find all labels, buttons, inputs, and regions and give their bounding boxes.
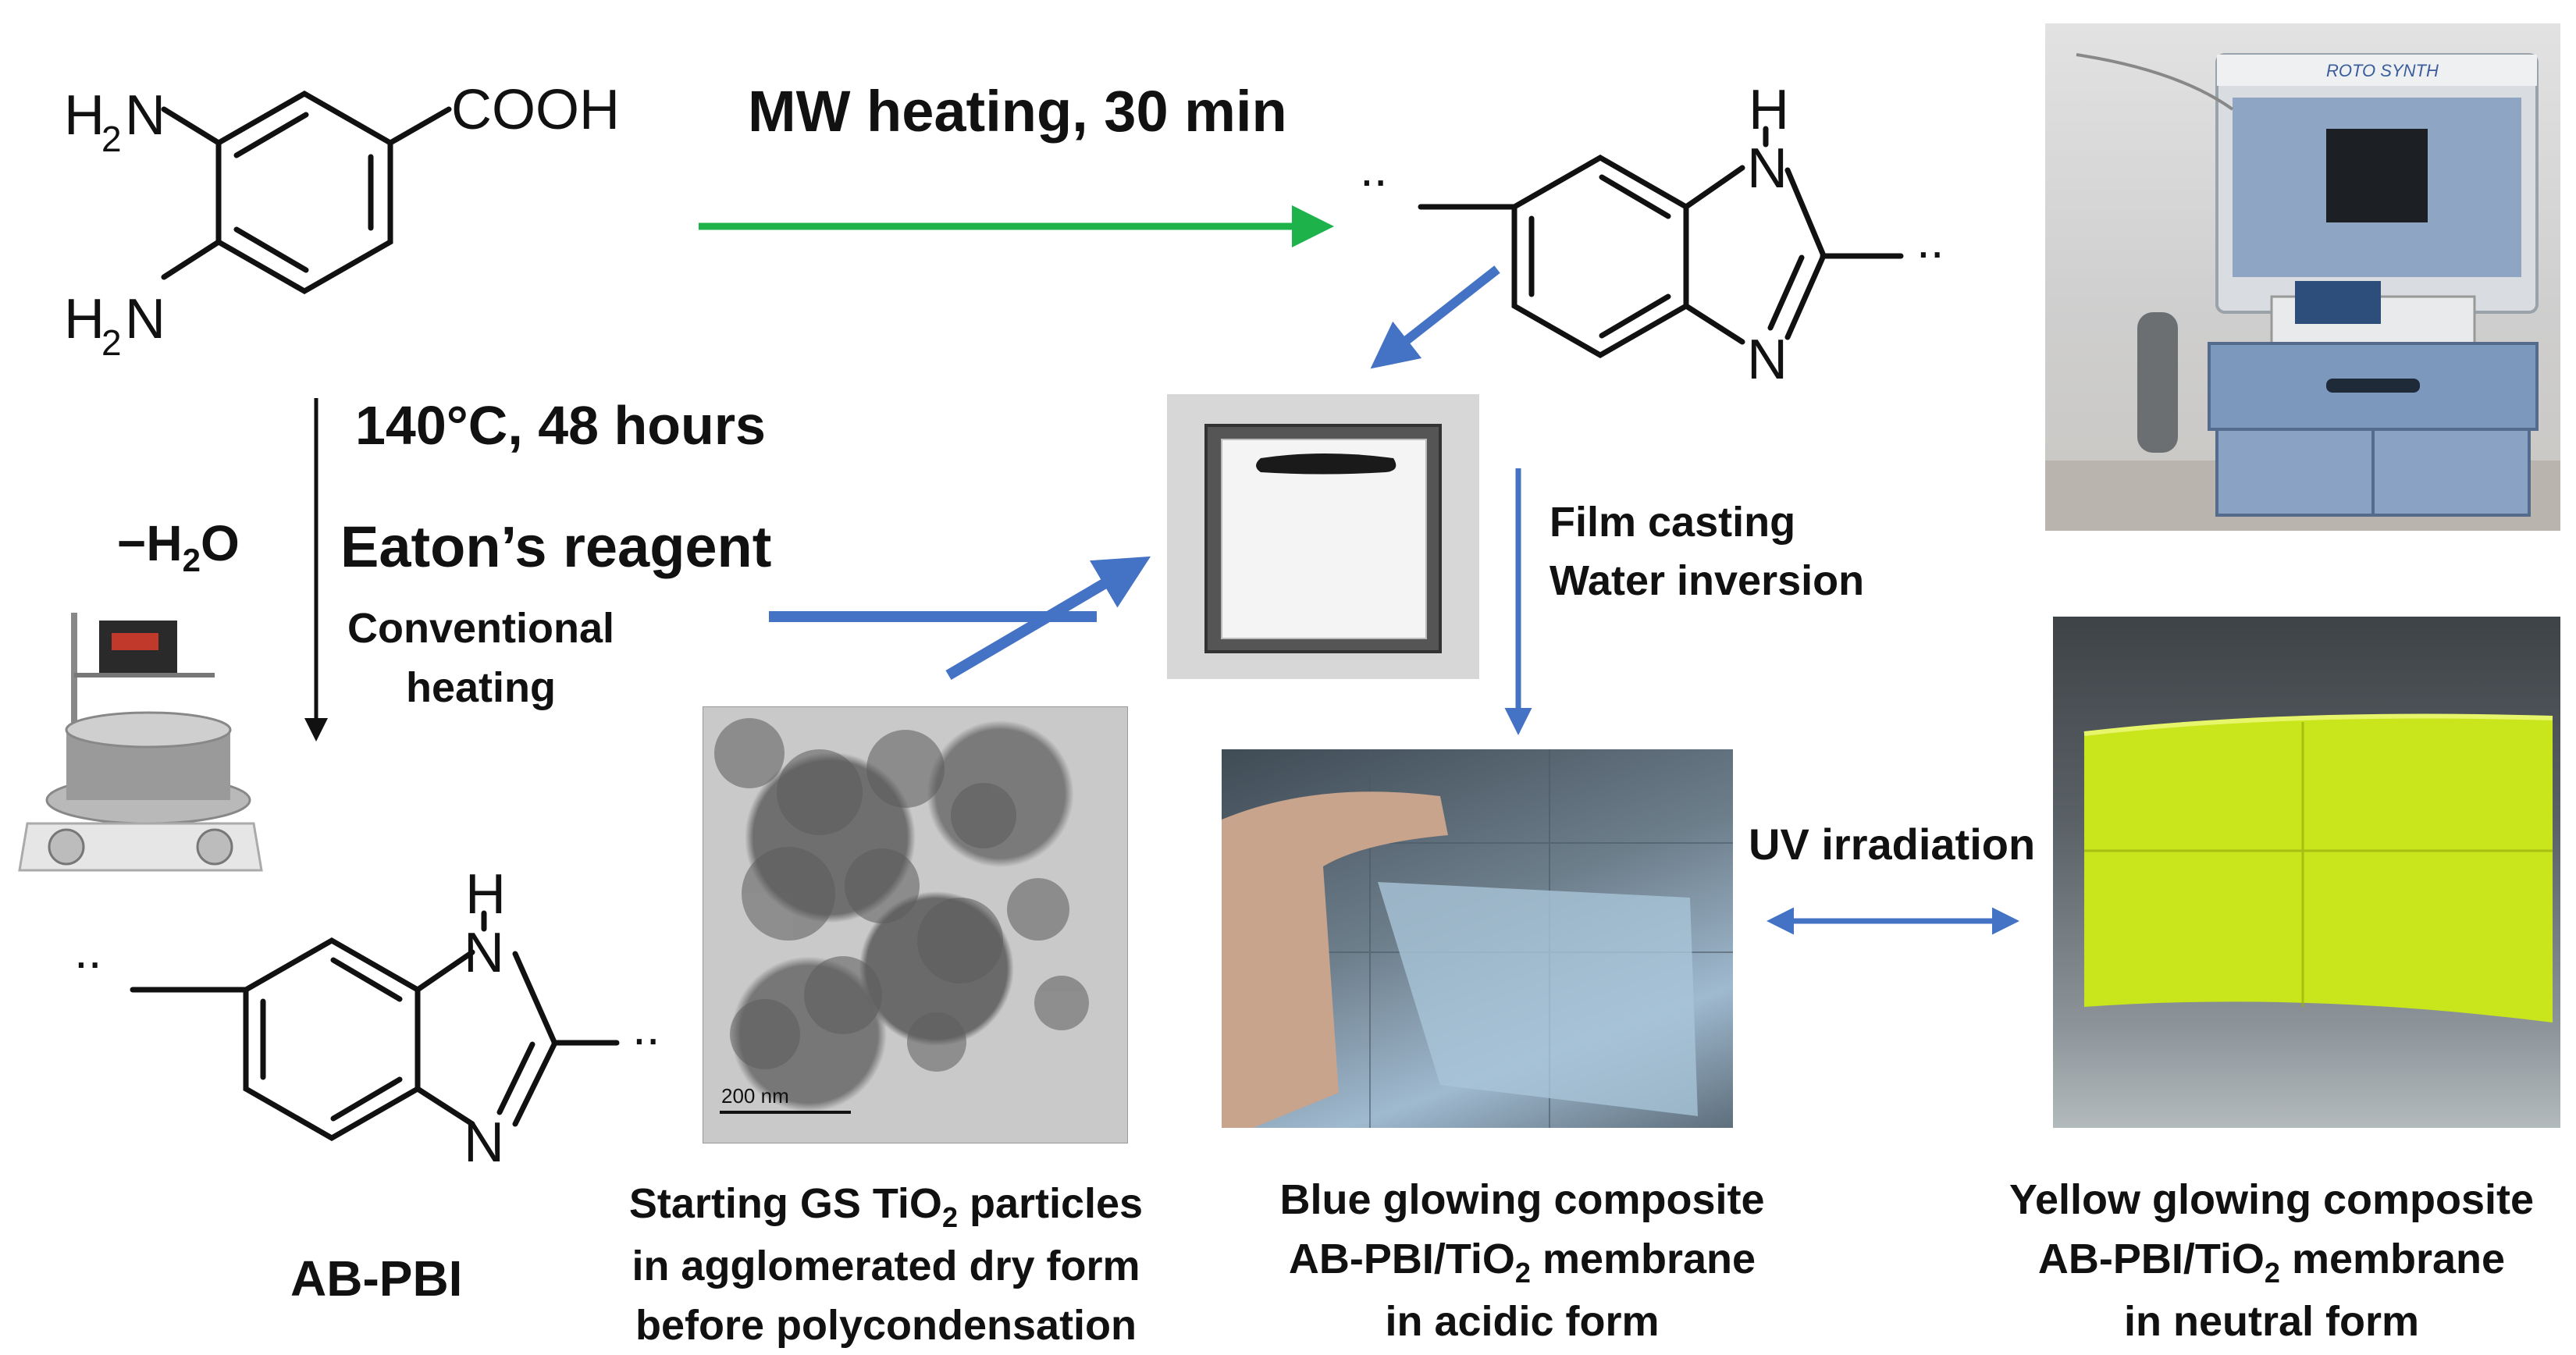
tem-drawing: 200 nm	[703, 706, 1128, 1143]
polymer-top-dots-left: ..	[1360, 140, 1388, 197]
polymer-top-dots-right: ..	[1916, 212, 1944, 269]
polymer-top-labels: H N N .. ..	[1360, 79, 1944, 391]
ab-pbi-label: AB-PBI	[290, 1250, 463, 1307]
tio2-to-film-arrow	[945, 556, 1151, 681]
minus-water-label: −H2O	[117, 515, 240, 578]
monomer-2-bottom: 2	[101, 322, 122, 363]
monomer-n-bottom: N	[125, 288, 165, 350]
polymer-bottom-dots-left: ..	[74, 923, 102, 979]
temp-time-label: 140°C, 48 hours	[355, 395, 766, 456]
yellow-membrane-caption: Yellow glowing composite AB-PBI/TiO2 mem…	[2008, 1176, 2535, 1345]
polymer-bottom-h: H	[465, 863, 506, 926]
polymer-bottom-nh: N	[464, 922, 504, 984]
yellow-membrane-photo	[2053, 617, 2560, 1128]
polymer-top-h: H	[1749, 79, 1789, 141]
hotplate-stirrer-photo	[12, 589, 269, 902]
polymer-top-n: N	[1747, 329, 1788, 391]
polymer-bottom-dots-right: ..	[632, 999, 660, 1055]
blue-membrane-photo	[1222, 749, 1733, 1128]
monomer-structure	[161, 90, 452, 295]
tem-tio2-photo: 200 nm	[703, 706, 1128, 1143]
monomer-h-bottom: H	[64, 288, 105, 350]
monomer-n-top: N	[125, 84, 165, 147]
tem-scale-bar-label: 200 nm	[721, 1084, 789, 1108]
cast-film-drawing	[1204, 424, 1442, 653]
yellow-membrane-drawing	[2083, 713, 2553, 1022]
polymer-top-structure	[1418, 126, 1904, 359]
monomer-2-top: 2	[101, 119, 122, 159]
monomer-cooh: COOH	[451, 79, 620, 141]
uv-irradiation-label: UV irradiation	[1749, 820, 2036, 869]
polymer-to-film-arrow	[1370, 265, 1500, 369]
cast-film-photo	[1167, 394, 1479, 679]
microwave-reactor-drawing: ROTO SYNTH	[2045, 53, 2560, 531]
mw-heating-label: MW heating, 30 min	[748, 79, 1287, 144]
hotplate-stirrer-drawing	[18, 613, 263, 872]
microwave-reactor-photo: ROTO SYNTH	[2045, 23, 2560, 531]
polymer-bottom-labels: H N N .. ..	[74, 863, 660, 1174]
blue-membrane-caption: Blue glowing composite AB-PBI/TiO2 membr…	[1279, 1176, 1765, 1345]
eatons-reagent-label: Eaton’s reagent	[340, 514, 772, 579]
monomer-h-top: H	[64, 84, 105, 147]
tio2-caption: Starting GS TiO2 particles in agglomerat…	[628, 1180, 1144, 1349]
blue-membrane-drawing	[1222, 749, 1733, 1128]
monomer-labels: H 2 N H 2 N COOH	[64, 79, 620, 363]
polymer-bottom-structure	[130, 910, 620, 1142]
polymer-top-nh: N	[1747, 137, 1788, 200]
polymer-bottom-n: N	[464, 1111, 504, 1174]
reactor-brand: ROTO SYNTH	[2326, 61, 2439, 80]
